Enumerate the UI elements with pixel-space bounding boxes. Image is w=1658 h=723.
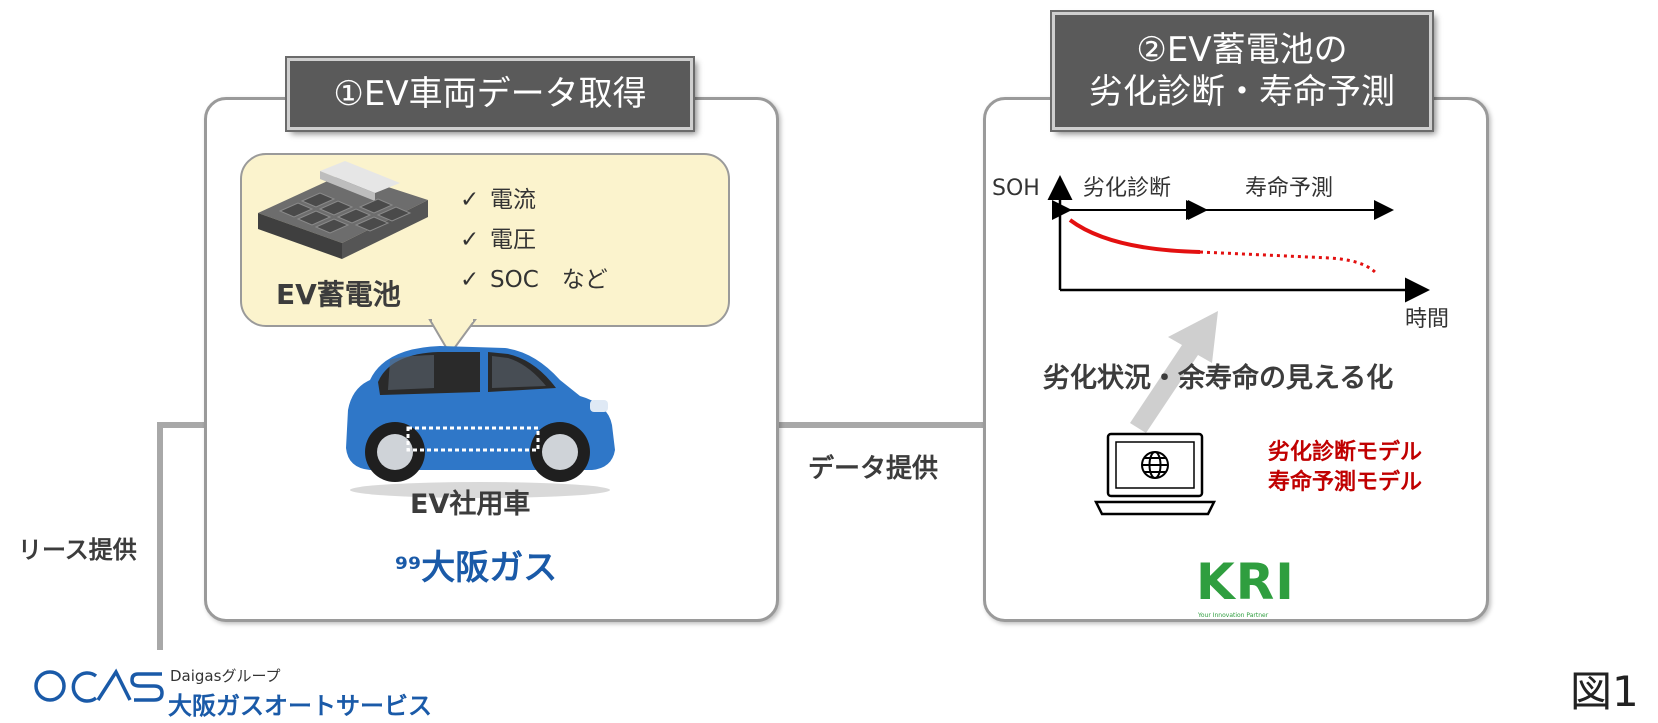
kri-logo: KRI xyxy=(1196,553,1295,611)
soh-chart xyxy=(1047,175,1430,303)
measurement-label: SOC など xyxy=(490,267,608,293)
check-icon: ✓ xyxy=(460,267,480,293)
figure-label: 図1 xyxy=(1570,667,1639,716)
osaka-gas-logo: ⁹⁹大阪ガス xyxy=(395,540,557,589)
globe-icon xyxy=(1141,451,1169,479)
chart-span-diagnosis: 劣化診断 xyxy=(1083,176,1172,201)
osaka-gas-mark-icon: ⁹⁹ xyxy=(395,552,422,587)
lease-provision-label: リース提供 xyxy=(18,536,137,564)
battery-label: EV蓄電池 xyxy=(276,278,401,311)
check-icon: ✓ xyxy=(460,187,480,213)
chart-y-label: SOH xyxy=(992,176,1040,201)
model-labels: 劣化診断モデル 寿命予測モデル xyxy=(1268,438,1422,498)
measurement-label: 電流 xyxy=(490,187,536,213)
laptop-icon xyxy=(1093,432,1217,516)
car-label: EV社用車 xyxy=(410,489,531,520)
lessor-name: 大阪ガスオートサービス xyxy=(168,692,432,720)
data-provision-label: データ提供 xyxy=(808,454,939,484)
check-icon: ✓ xyxy=(460,227,480,253)
kri-tagline: Your Innovation Partner xyxy=(1198,612,1269,619)
measurement-item-soc: ✓ SOC など xyxy=(460,260,608,300)
bubble-tail xyxy=(428,318,477,356)
car-icon xyxy=(346,346,615,498)
measurement-label: 電圧 xyxy=(490,227,536,253)
soh-measured-curve xyxy=(1068,218,1201,254)
panel2-title: ②EV蓄電池の 劣化診断・寿命予測 xyxy=(1050,10,1434,132)
measurement-item-current: ✓ 電流 xyxy=(460,180,608,220)
panel1-title: ①EV車両データ取得 xyxy=(285,56,695,132)
chart-span-prediction: 寿命予測 xyxy=(1245,176,1334,201)
chart-x-label: 時間 xyxy=(1405,307,1450,332)
daigas-group-label: Daigasグループ xyxy=(170,667,281,685)
osaka-gas-name: 大阪ガス xyxy=(421,548,558,588)
life-prediction-model-label: 寿命予測モデル xyxy=(1268,470,1423,495)
soh-predicted-curve xyxy=(1199,250,1377,274)
visualize-arrow xyxy=(1130,311,1218,433)
measurement-list: ✓ 電流 ✓ 電圧 ✓ SOC など xyxy=(460,180,608,300)
battery-icon xyxy=(258,161,428,259)
measurement-item-voltage: ✓ 電圧 xyxy=(460,220,608,260)
ogas-logo-icon xyxy=(34,668,164,703)
degradation-model-label: 劣化診断モデル xyxy=(1268,440,1423,465)
visualize-label: 劣化状況・余寿命の見える化 xyxy=(1043,363,1394,394)
